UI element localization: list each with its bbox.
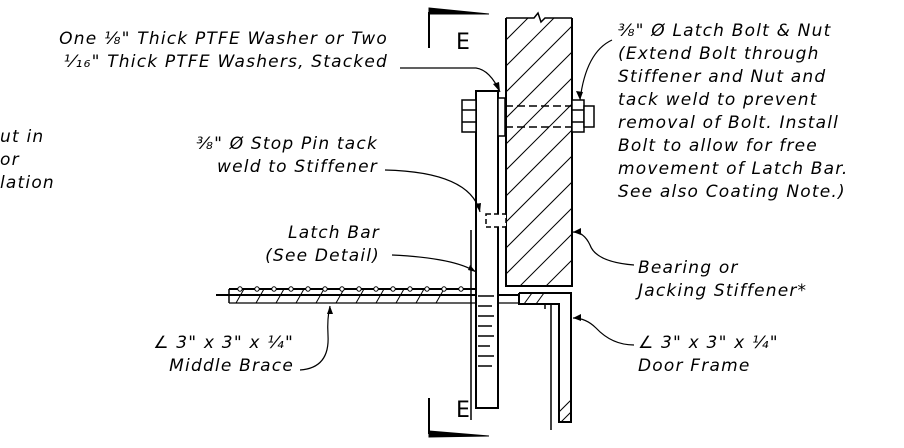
door-frame-label-line2: Door Frame	[638, 356, 751, 376]
cutoff-note: ut in or lation	[0, 126, 55, 195]
section-cut-top	[428, 7, 490, 48]
stiffener-label-line2: Jacking Stiffener*	[638, 281, 808, 301]
washer-label: One ⅛" Thick PTFE Washer or Two ¹⁄₁₆" Th…	[59, 28, 388, 74]
section-mark-bottom: E	[456, 398, 470, 423]
latch-bolt-label-line5: removal of Bolt. Install	[618, 113, 840, 133]
latch-bar	[470, 90, 499, 420]
latch-bolt-label-line7: movement of Latch Bar.	[618, 159, 849, 179]
latch-bolt	[461, 99, 595, 133]
latch-bolt-label-line4: tack weld to prevent	[618, 90, 818, 110]
leader-lines	[299, 39, 635, 371]
section-mark-top: E	[456, 30, 470, 55]
latch-bolt-label-line3: Stiffener and Nut and	[618, 67, 827, 87]
latch-bolt-label-line2: (Extend Bolt through	[618, 44, 820, 64]
bearing-stiffener	[505, 11, 573, 287]
stop-pin	[485, 213, 507, 228]
middle-brace-label: ∠ 3" x 3" x ¼" Middle Brace	[153, 332, 294, 378]
middle-brace	[216, 286, 519, 304]
cutoff-note-line1: ut in	[0, 127, 45, 147]
washer-label-line1: One ⅛" Thick PTFE Washer or Two	[59, 29, 388, 49]
door-frame-label-line1: ∠ 3" x 3" x ¼"	[638, 333, 779, 353]
latch-bar-label-line1: Latch Bar	[288, 223, 380, 243]
latch-bolt-label-line6: Bolt to allow for free	[618, 136, 818, 156]
stiffener-label-line1: Bearing or	[638, 258, 739, 278]
middle-brace-label-line2: Middle Brace	[169, 356, 294, 376]
cutoff-note-line2: or	[0, 150, 20, 170]
cutoff-note-line3: lation	[0, 173, 55, 193]
leader-arrowheads	[327, 82, 583, 321]
stiffener-label: Bearing or Jacking Stiffener*	[638, 257, 807, 303]
washer-label-line2: ¹⁄₁₆" Thick PTFE Washers, Stacked	[63, 52, 388, 72]
middle-brace-label-line1: ∠ 3" x 3" x ¼"	[153, 333, 294, 353]
stop-pin-label: ⅜" Ø Stop Pin tack weld to Stiffener	[196, 133, 378, 179]
door-frame-label: ∠ 3" x 3" x ¼" Door Frame	[638, 332, 779, 378]
latch-bolt-label-line8: See also Coating Note.)	[618, 182, 846, 202]
latch-bar-label-line2: (See Detail)	[265, 246, 380, 266]
ptfe-washer	[497, 97, 506, 137]
door-frame-angle	[518, 292, 572, 430]
section-cut-bottom	[428, 398, 490, 438]
latch-bar-label: Latch Bar (See Detail)	[265, 222, 380, 268]
latch-bolt-label-line1: ⅜" Ø Latch Bolt & Nut	[618, 21, 832, 41]
stop-pin-label-line2: weld to Stiffener	[217, 157, 378, 177]
stop-pin-label-line1: ⅜" Ø Stop Pin tack	[196, 134, 378, 154]
latch-bolt-label: ⅜" Ø Latch Bolt & Nut (Extend Bolt throu…	[618, 20, 849, 204]
